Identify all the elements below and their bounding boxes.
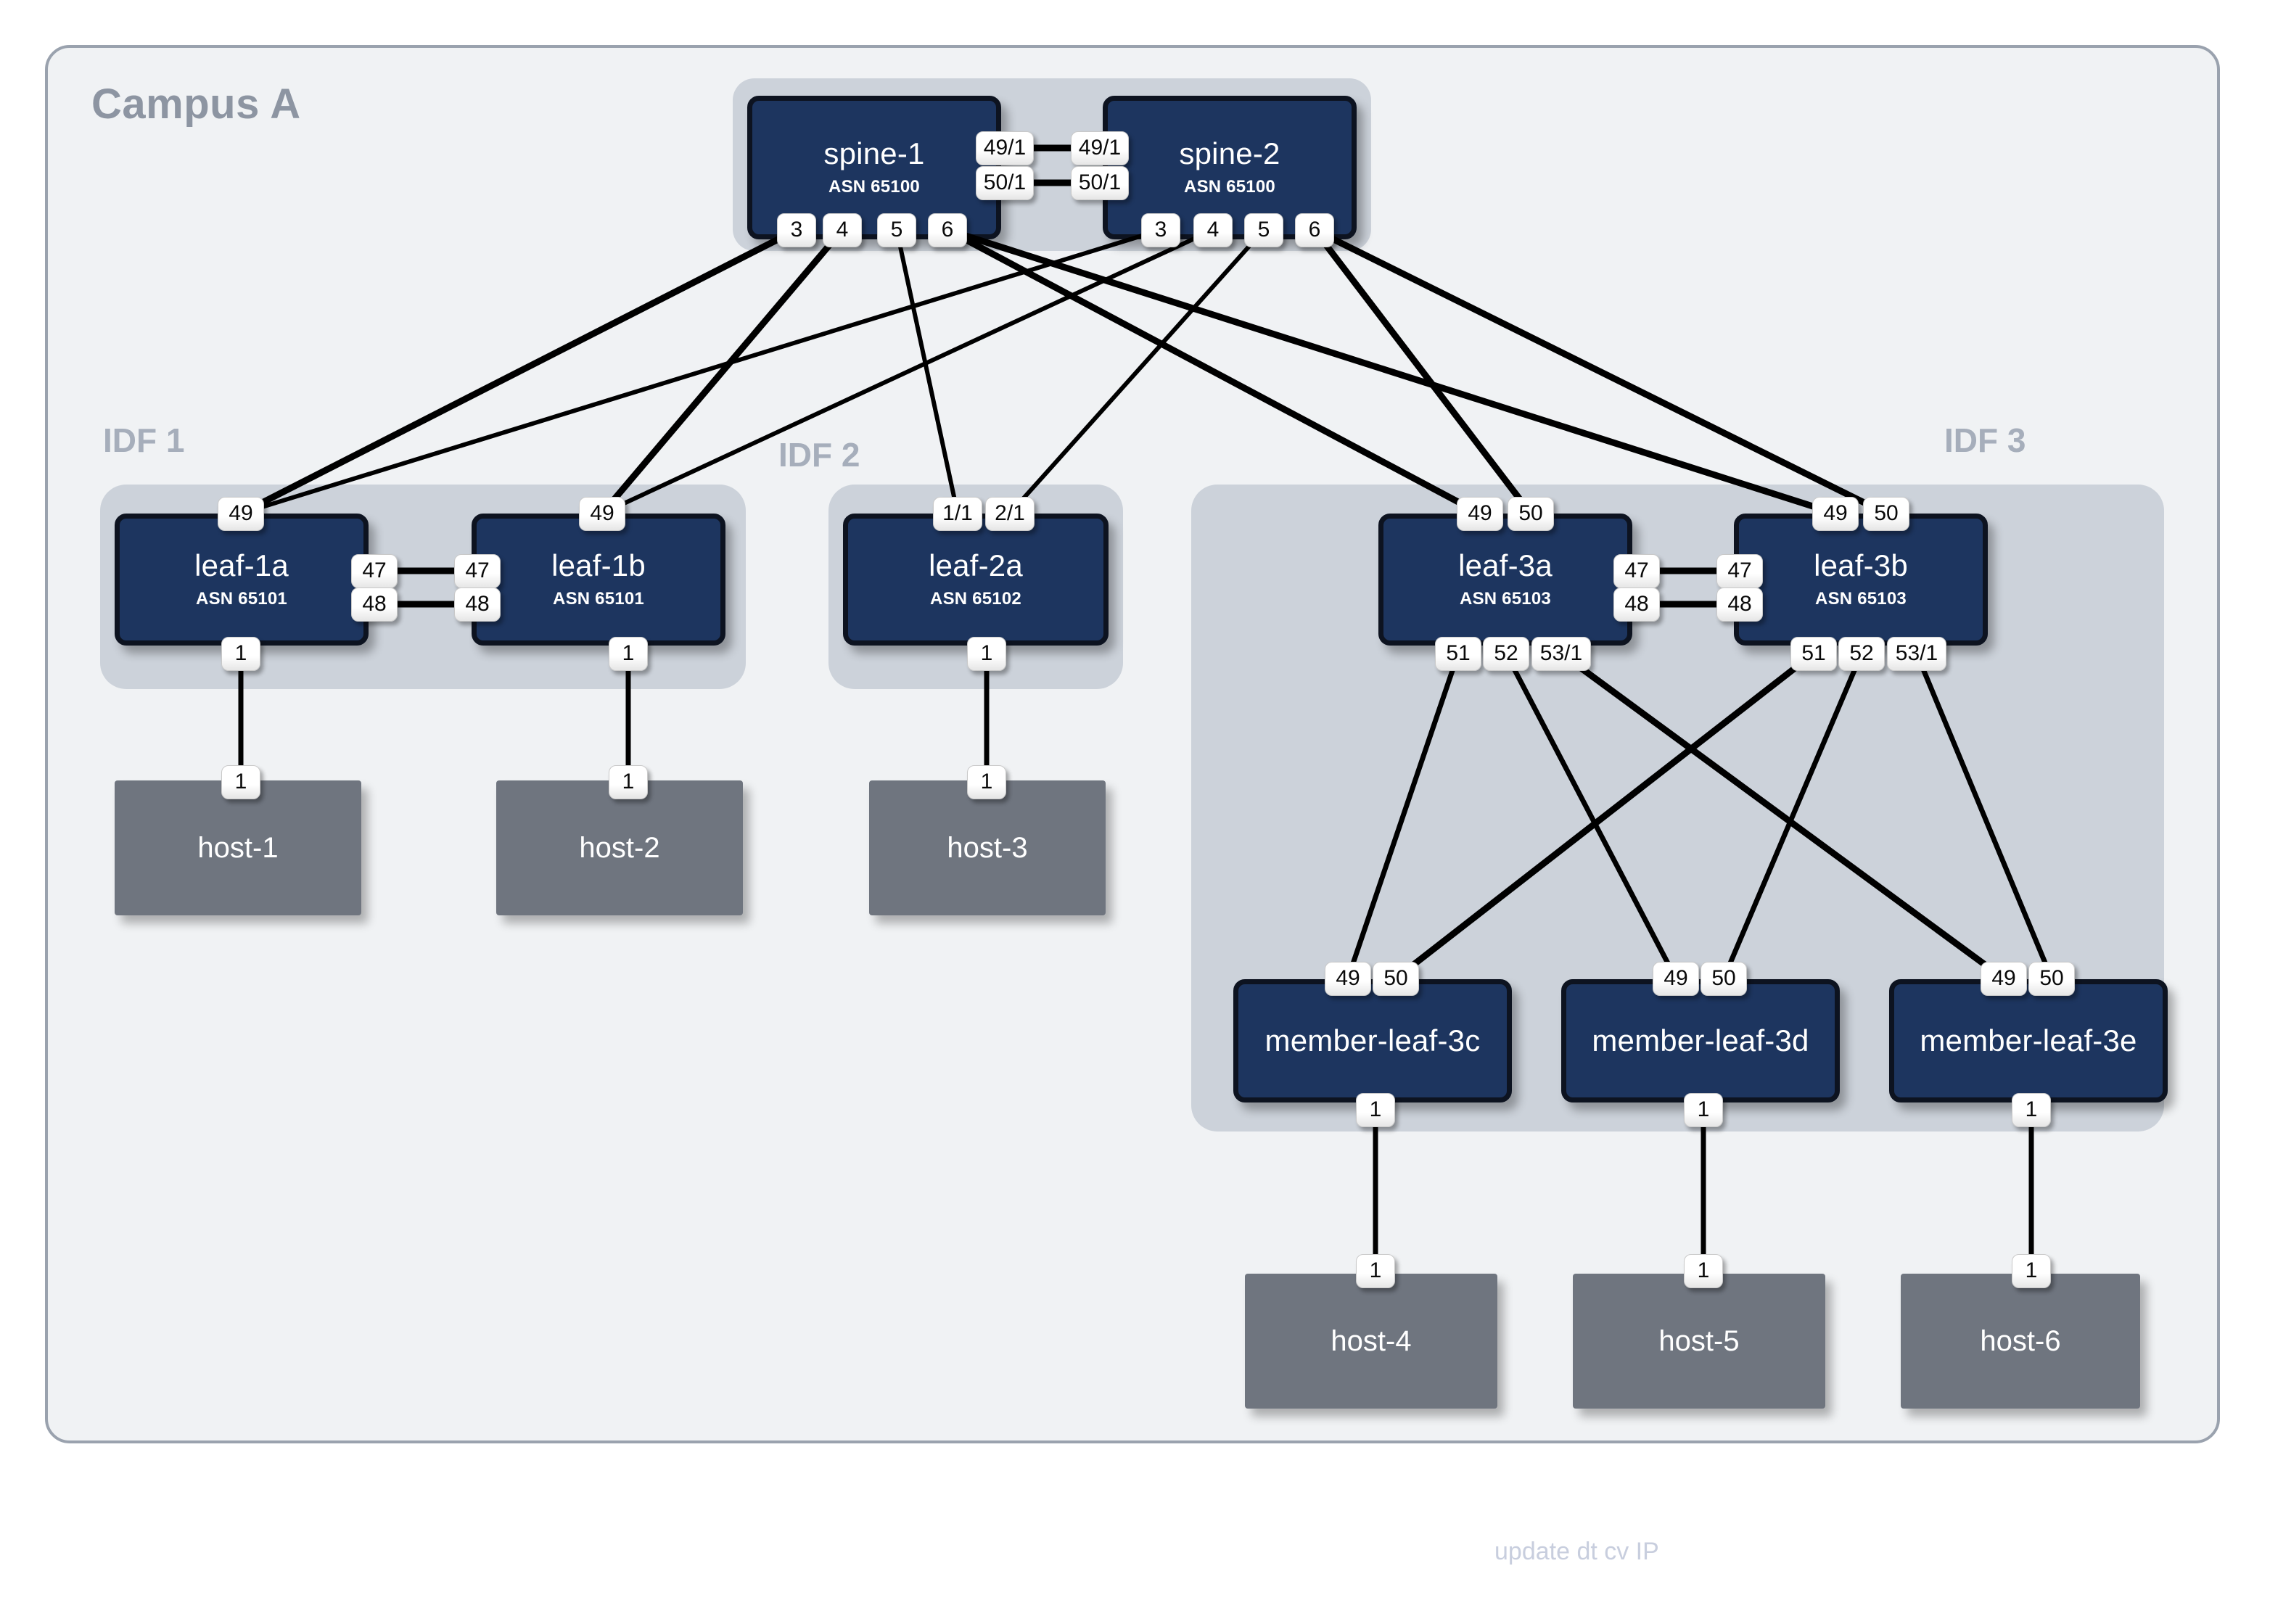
port-badge-m3e-50[interactable]: 50 (2028, 961, 2075, 996)
port-badge-s2-p4[interactable]: 4 (1193, 213, 1233, 247)
node-name-leaf-1a: leaf-1a (194, 548, 289, 583)
node-name-member-leaf-3c: member-leaf-3c (1264, 1023, 1481, 1058)
port-badge-s1-p5[interactable]: 5 (877, 213, 916, 247)
port-badge-h4-1[interactable]: 1 (1356, 1253, 1395, 1288)
port-badge-l1a-1[interactable]: 1 (221, 636, 260, 671)
port-badge-l2a-2-1[interactable]: 2/1 (985, 496, 1035, 531)
port-badge-l3b-53-1[interactable]: 53/1 (1887, 636, 1946, 671)
port-badge-s2-49-1[interactable]: 49/1 (1071, 131, 1129, 165)
port-badge-s2-p6[interactable]: 6 (1295, 213, 1334, 247)
port-badge-m3e-1[interactable]: 1 (2012, 1092, 2051, 1127)
node-name-member-leaf-3d: member-leaf-3d (1592, 1023, 1809, 1058)
port-badge-m3d-50[interactable]: 50 (1701, 961, 1747, 996)
port-badge-l3a-48[interactable]: 48 (1613, 587, 1660, 622)
port-badge-l3b-47[interactable]: 47 (1716, 553, 1763, 588)
footer-note: update dt cv IP (1494, 1538, 1659, 1565)
port-badge-l2a-1[interactable]: 1 (967, 636, 1006, 671)
port-badge-s1-p6[interactable]: 6 (928, 213, 967, 247)
node-asn-leaf-1a: ASN 65101 (196, 588, 287, 609)
node-name-member-leaf-3e: member-leaf-3e (1920, 1023, 2137, 1058)
port-badge-s2-50-1[interactable]: 50/1 (1071, 165, 1129, 200)
port-badge-l1a-48[interactable]: 48 (351, 587, 398, 622)
port-badge-l3a-50[interactable]: 50 (1508, 496, 1554, 531)
idf-label-idf2: IDF 2 (778, 436, 860, 474)
port-badge-m3c-50[interactable]: 50 (1373, 961, 1419, 996)
campus-title: Campus A (91, 81, 301, 128)
port-badge-s2-p3[interactable]: 3 (1141, 213, 1180, 247)
port-badge-l1a-49[interactable]: 49 (218, 496, 264, 531)
node-host-3[interactable]: host-3 (869, 780, 1106, 915)
node-asn-leaf-3b: ASN 65103 (1815, 588, 1907, 609)
port-badge-m3e-49[interactable]: 49 (1981, 961, 2027, 996)
node-host-2[interactable]: host-2 (496, 780, 743, 915)
node-name-host-4: host-4 (1331, 1324, 1412, 1357)
port-badge-s1-49-1[interactable]: 49/1 (976, 131, 1034, 165)
node-name-host-6: host-6 (1980, 1324, 2061, 1357)
port-badge-h5-1[interactable]: 1 (1684, 1253, 1723, 1288)
node-asn-spine-1: ASN 65100 (828, 176, 920, 197)
node-host-5[interactable]: host-5 (1573, 1274, 1825, 1409)
port-badge-l3b-49[interactable]: 49 (1812, 496, 1859, 531)
port-badge-s1-50-1[interactable]: 50/1 (976, 165, 1034, 200)
port-badge-l3b-51[interactable]: 51 (1790, 636, 1837, 671)
node-name-host-3: host-3 (947, 831, 1028, 864)
node-host-6[interactable]: host-6 (1901, 1274, 2140, 1409)
node-name-leaf-1b: leaf-1b (551, 548, 646, 583)
node-name-host-2: host-2 (579, 831, 660, 864)
port-badge-l3a-49[interactable]: 49 (1457, 496, 1503, 531)
node-asn-leaf-3a: ASN 65103 (1460, 588, 1551, 609)
port-badge-m3c-49[interactable]: 49 (1325, 961, 1371, 996)
port-badge-m3d-49[interactable]: 49 (1653, 961, 1699, 996)
port-badge-m3c-1[interactable]: 1 (1356, 1092, 1395, 1127)
port-badge-s2-p5[interactable]: 5 (1244, 213, 1283, 247)
node-member-leaf-3d[interactable]: member-leaf-3d (1561, 979, 1840, 1102)
port-badge-l1b-47[interactable]: 47 (454, 553, 501, 588)
node-asn-leaf-1b: ASN 65101 (553, 588, 644, 609)
node-name-leaf-3a: leaf-3a (1458, 548, 1553, 583)
port-badge-l1b-48[interactable]: 48 (454, 587, 501, 622)
port-badge-l1b-49[interactable]: 49 (579, 496, 625, 531)
port-badge-s1-p4[interactable]: 4 (823, 213, 862, 247)
port-badge-l3a-51[interactable]: 51 (1435, 636, 1481, 671)
port-badge-h3-1[interactable]: 1 (967, 764, 1006, 799)
port-badge-l3b-48[interactable]: 48 (1716, 587, 1763, 622)
port-badge-l2a-1-1[interactable]: 1/1 (933, 496, 982, 531)
port-badge-m3d-1[interactable]: 1 (1684, 1092, 1723, 1127)
port-badge-s1-p3[interactable]: 3 (777, 213, 816, 247)
idf-label-idf3: IDF 3 (1944, 421, 2026, 459)
port-badge-h1-1[interactable]: 1 (221, 764, 260, 799)
node-host-4[interactable]: host-4 (1245, 1274, 1497, 1409)
port-badge-l3b-50[interactable]: 50 (1863, 496, 1909, 531)
node-name-leaf-2a: leaf-2a (929, 548, 1023, 583)
node-asn-spine-2: ASN 65100 (1184, 176, 1275, 197)
port-badge-l3a-53-1[interactable]: 53/1 (1531, 636, 1591, 671)
node-name-host-1: host-1 (197, 831, 279, 864)
port-badge-l3a-47[interactable]: 47 (1613, 553, 1660, 588)
port-badge-h6-1[interactable]: 1 (2012, 1253, 2051, 1288)
idf-label-idf1: IDF 1 (103, 421, 185, 459)
port-badge-l1b-1[interactable]: 1 (609, 636, 648, 671)
port-badge-l3a-52[interactable]: 52 (1483, 636, 1529, 671)
node-host-1[interactable]: host-1 (115, 780, 361, 915)
node-name-host-5: host-5 (1658, 1324, 1740, 1357)
port-badge-h2-1[interactable]: 1 (609, 764, 648, 799)
port-badge-l3b-52[interactable]: 52 (1838, 636, 1885, 671)
port-badge-l1a-47[interactable]: 47 (351, 553, 398, 588)
node-asn-leaf-2a: ASN 65102 (930, 588, 1021, 609)
node-name-leaf-3b: leaf-3b (1814, 548, 1908, 583)
node-name-spine-1: spine-1 (823, 136, 925, 171)
node-member-leaf-3c[interactable]: member-leaf-3c (1233, 979, 1512, 1102)
node-member-leaf-3e[interactable]: member-leaf-3e (1889, 979, 2168, 1102)
node-name-spine-2: spine-2 (1179, 136, 1280, 171)
